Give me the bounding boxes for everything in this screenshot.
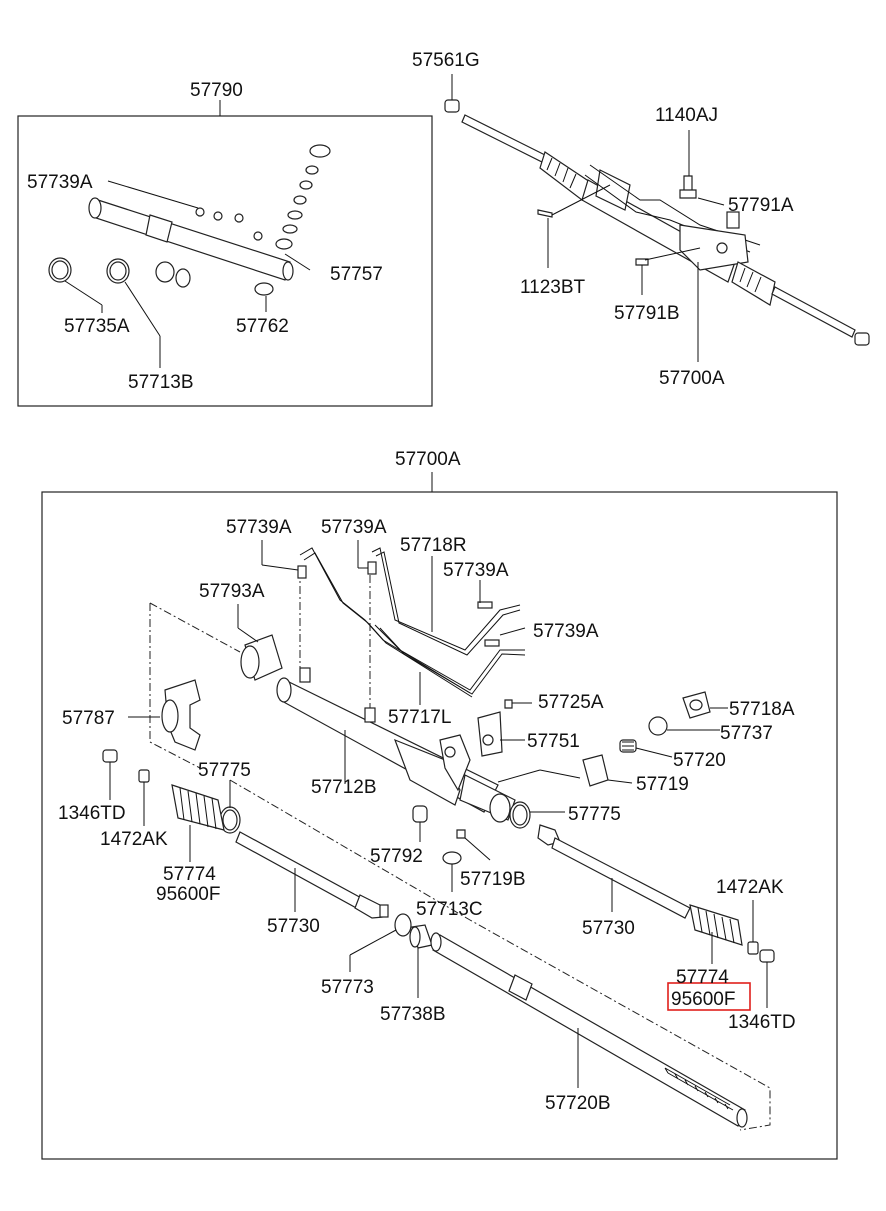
tie-rod-57730-right: [537, 824, 691, 919]
label-57718A: 57718A: [729, 699, 795, 720]
label-57720B: 57720B: [545, 1093, 611, 1114]
nut-1346TD-right: [759, 949, 775, 963]
plate-57718A: [682, 691, 711, 719]
cap-57737: [648, 716, 668, 736]
label-1346TD-1: 1346TD: [58, 803, 126, 824]
boot-57774-left: [171, 784, 225, 831]
rack-bar-57720B: [430, 932, 748, 1128]
clip-1472AK-left: [138, 769, 150, 783]
label-95600F-1: 95600F: [156, 884, 220, 905]
bushing-57738B: [409, 924, 433, 949]
label-57561G: 57561G: [412, 50, 480, 71]
label-57739A-4: 57739A: [533, 621, 599, 642]
label-95600F-2: 95600F: [671, 989, 735, 1010]
label-57793A: 57793A: [199, 581, 265, 602]
kit-rack-tube: [88, 197, 294, 281]
cap-57713C: [442, 851, 462, 865]
label-57739A-3: 57739A: [443, 560, 509, 581]
label-57700A-main: 57700A: [395, 449, 461, 470]
boot-57774-right: [689, 904, 743, 946]
label-57730-1: 57730: [267, 916, 320, 937]
tie-rod-57730-left: [235, 831, 389, 919]
label-57713B: 57713B: [128, 372, 194, 393]
label-57738B: 57738B: [380, 1004, 446, 1025]
label-57735A: 57735A: [64, 316, 130, 337]
label-57787: 57787: [62, 708, 115, 729]
spring-57720: [619, 739, 637, 753]
kit-rings-lower: [48, 257, 191, 288]
label-57739A-kit: 57739A: [27, 172, 93, 193]
label-1472AK-1: 1472AK: [100, 829, 168, 850]
label-57774-2: 57774: [676, 967, 729, 988]
label-57717L: 57717L: [388, 707, 451, 728]
label-57719B: 57719B: [460, 869, 526, 890]
label-1140AJ: 1140AJ: [655, 105, 718, 126]
bracket-57787: [161, 679, 201, 751]
rack-housing-57712B: [276, 667, 516, 823]
label-57719: 57719: [636, 774, 689, 795]
main-box: [41, 491, 838, 1160]
label-57718R: 57718R: [400, 535, 467, 556]
label-57730-2: 57730: [582, 918, 635, 939]
assembly-overview: [444, 74, 870, 346]
highlight-box: [667, 982, 751, 1011]
label-57739A-1: 57739A: [226, 517, 292, 538]
label-57725A: 57725A: [538, 692, 604, 713]
label-57737: 57737: [720, 723, 773, 744]
kit-seal-stack: [254, 144, 331, 296]
label-1123BT: 1123BT: [520, 277, 586, 298]
label-57713C: 57713C: [416, 899, 483, 920]
valve-57751: [477, 711, 503, 757]
label-57757: 57757: [330, 264, 383, 285]
yoke-57719: [582, 754, 609, 787]
plug-57792: [412, 805, 428, 823]
label-57739A-2: 57739A: [321, 517, 387, 538]
label-57791A: 57791A: [728, 195, 794, 216]
label-57762: 57762: [236, 316, 289, 337]
kit-box: [17, 115, 433, 407]
label-57712B: 57712B: [311, 777, 377, 798]
label-1472AK-2: 1472AK: [716, 877, 784, 898]
label-57773: 57773: [321, 977, 374, 998]
label-57791B: 57791B: [614, 303, 680, 324]
label-57775-2: 57775: [568, 804, 621, 825]
label-57792: 57792: [370, 846, 423, 867]
label-1346TD-2: 1346TD: [728, 1012, 796, 1033]
screw-57719B: [456, 829, 466, 839]
bushing-57793A: [240, 634, 283, 681]
kit-small-rings: [195, 207, 263, 241]
label-57790: 57790: [190, 80, 243, 101]
label-57774-1: 57774: [163, 864, 216, 885]
label-57720: 57720: [673, 750, 726, 771]
snap-ring-57773: [394, 913, 412, 937]
label-57751: 57751: [527, 731, 580, 752]
clip-1472AK-right: [747, 941, 759, 955]
nut-1346TD-left: [102, 749, 118, 763]
label-57775-1: 57775: [198, 760, 251, 781]
label-57700A-top: 57700A: [659, 368, 725, 389]
